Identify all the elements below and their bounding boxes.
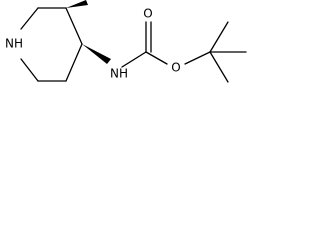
carbonyl-o-label: O: [143, 7, 152, 21]
bond-carbonyl-ester-o: [145, 51, 168, 65]
methyl-wedge-bond: [66, 0, 88, 8]
molecule-structure: NH NH O O: [5, 0, 247, 83]
carbamate-nh-label: NH: [110, 67, 128, 81]
amine-wedge-bond: [82, 44, 111, 64]
bond-nh-carbonyl: [121, 51, 147, 68]
bond-tbu-methyl-up: [209, 21, 229, 53]
bond-ring-n-c2: [20, 7, 39, 30]
bond-ring-c3-c4: [65, 7, 83, 45]
bond-ring-c6-n: [20, 58, 39, 82]
ring-nh-label: NH: [5, 37, 23, 51]
bond-ester-o-tbu: [184, 51, 211, 65]
ester-o-label: O: [171, 61, 180, 75]
bond-ring-c4-c5: [65, 43, 83, 82]
bond-tbu-methyl-down: [209, 51, 229, 83]
